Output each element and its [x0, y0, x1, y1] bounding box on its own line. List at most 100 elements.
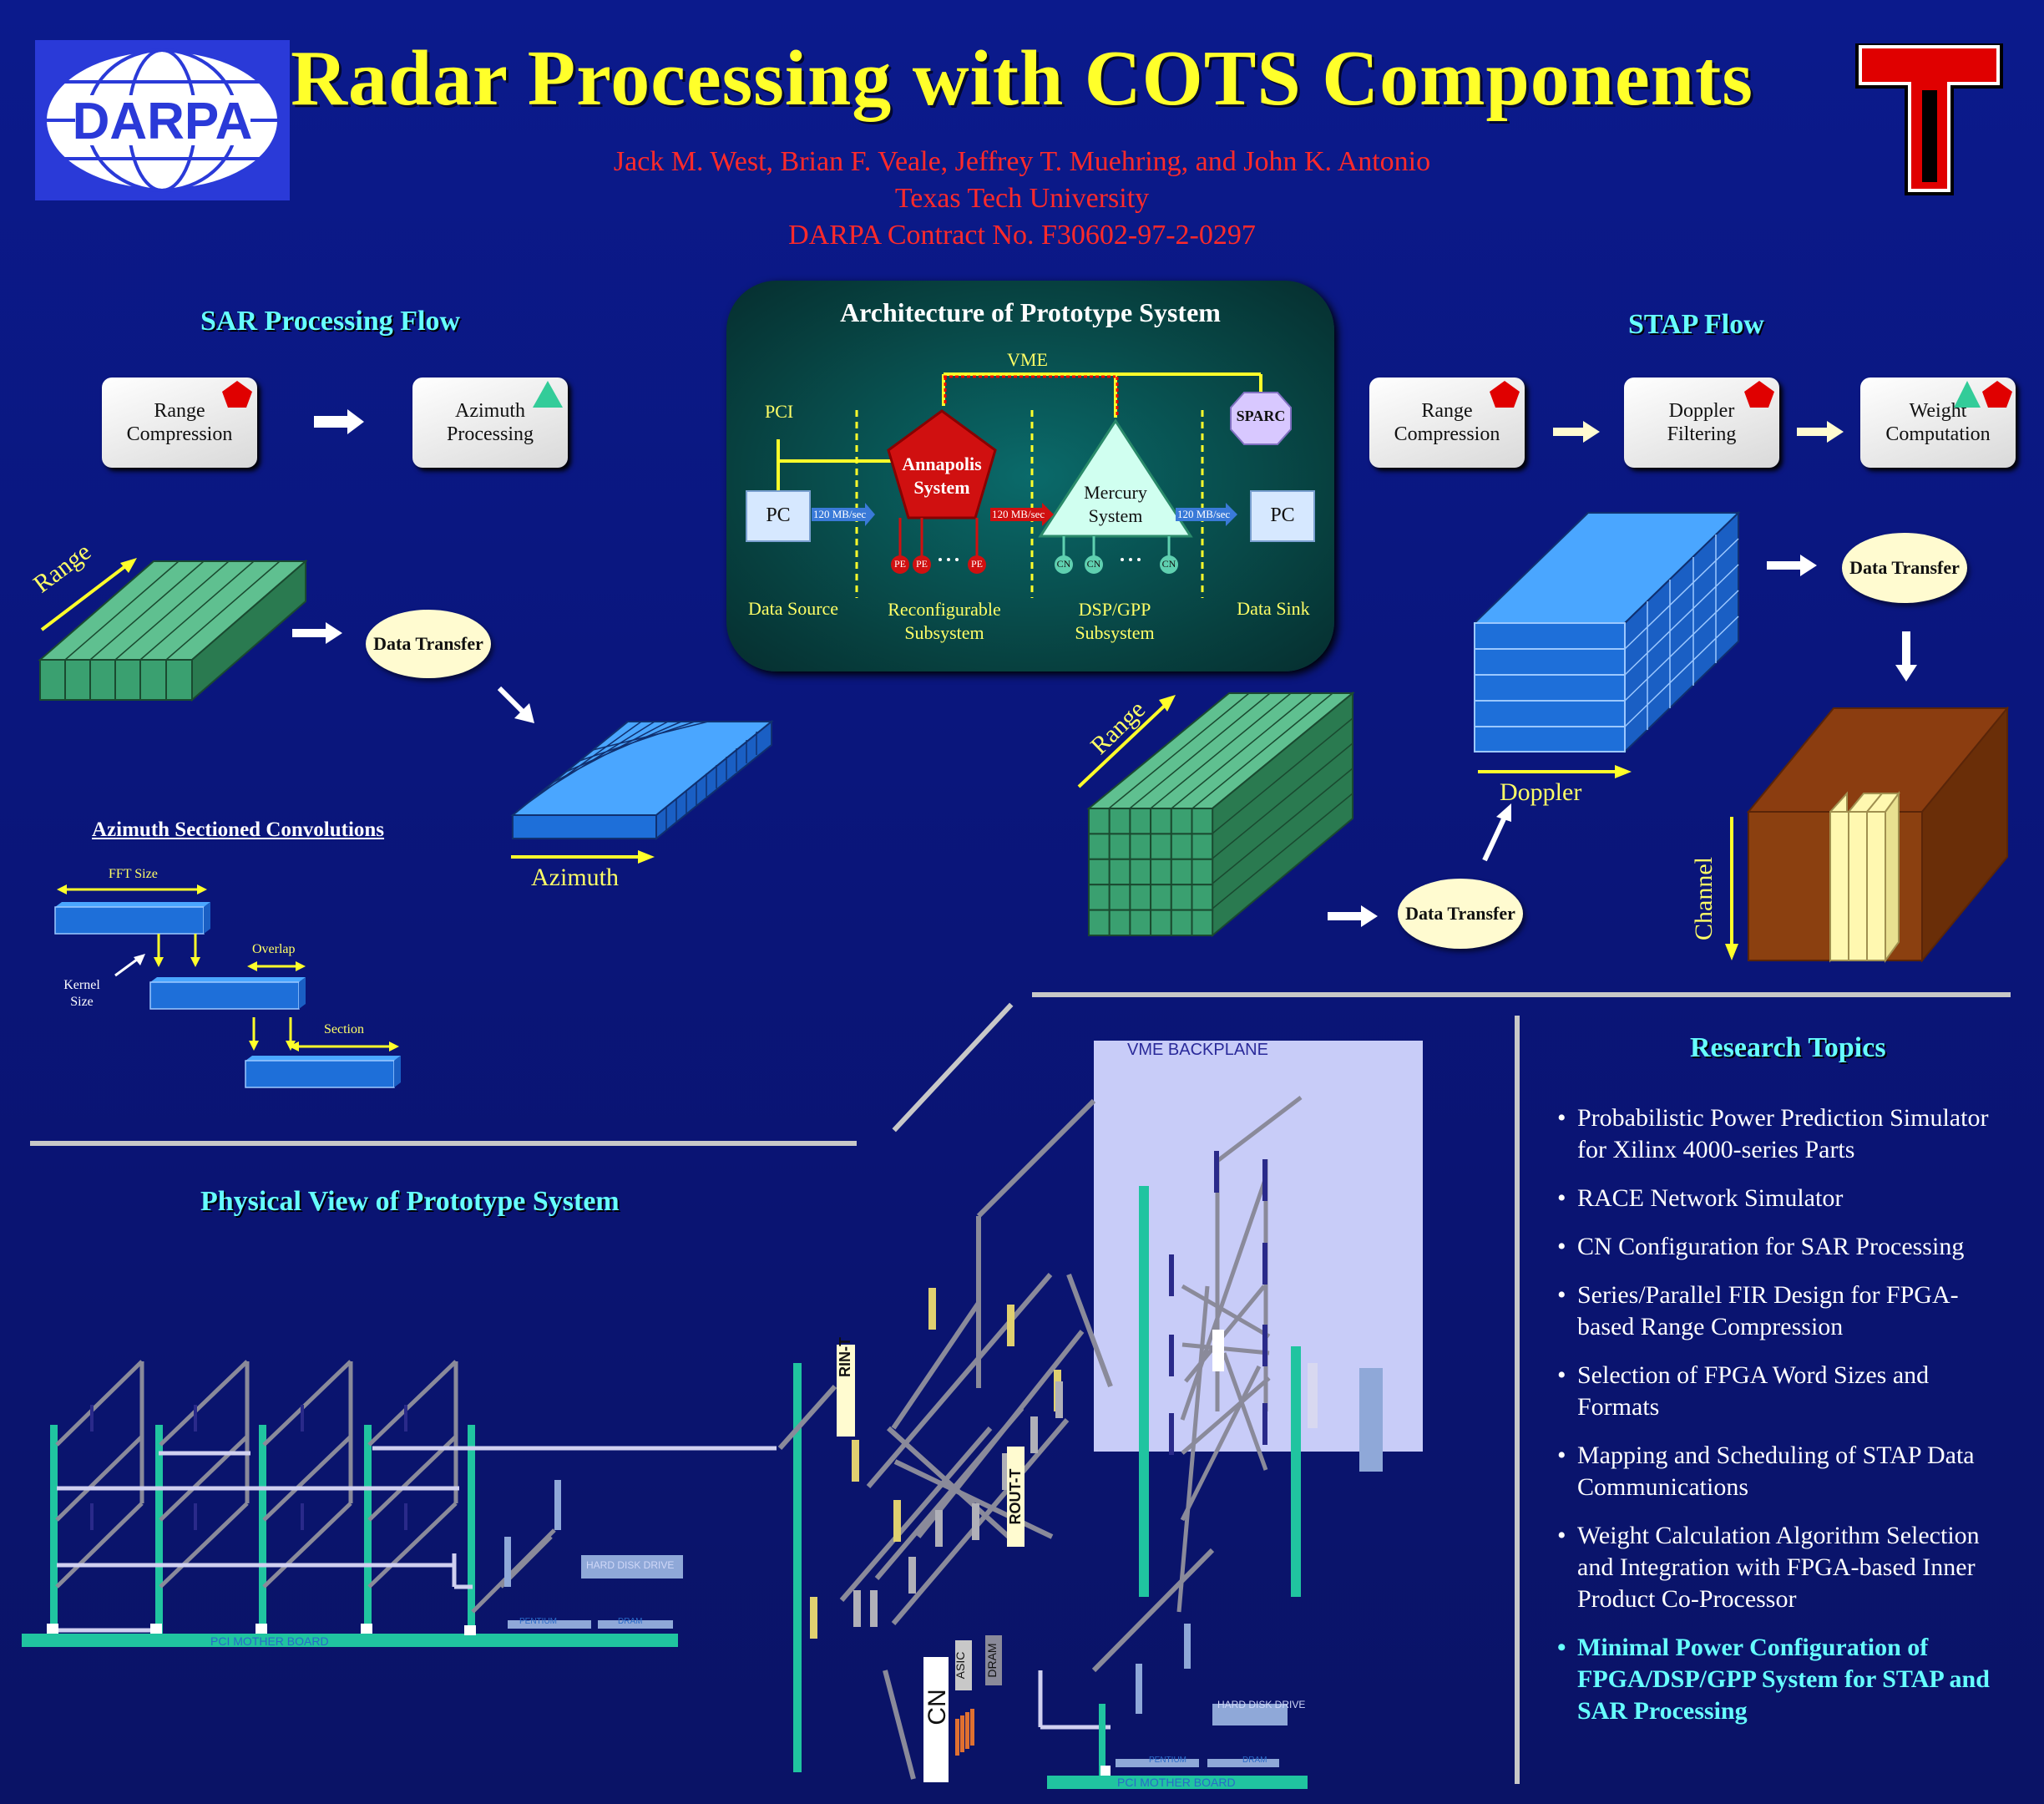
- research-topic: • CN Configuration for SAR Processing: [1557, 1231, 2008, 1263]
- overlap-arrow-icon: [247, 961, 306, 971]
- pentagon-icon: [222, 381, 252, 408]
- affiliation: Texas Tech University: [894, 183, 1150, 214]
- range-arrow-icon: [40, 558, 137, 631]
- hdd-label-right: HARD DISK DRIVE: [1217, 1699, 1306, 1710]
- overlap-label: Overlap: [252, 942, 296, 956]
- sar-range-compression-label: Range Compression: [126, 400, 233, 445]
- divider-mid-left: [30, 1141, 857, 1146]
- bullet-icon: •: [1557, 1104, 1566, 1132]
- sparc-octagon-icon: [1230, 392, 1292, 445]
- rate-label-3: 120 MB/sec: [1177, 508, 1231, 520]
- triangle-icon: [533, 381, 563, 408]
- pe-label: PE: [893, 558, 906, 570]
- stap-doppler-filtering-box: Doppler Filtering: [1624, 378, 1779, 468]
- data-source-label: Data Source: [747, 598, 839, 619]
- azimuth-arrow-icon: [511, 850, 655, 864]
- physical-diagram: [22, 1041, 1423, 1789]
- bullet-icon: •: [1557, 1361, 1566, 1389]
- pc-right-label: PC: [1270, 504, 1295, 526]
- kernel-pointer-icon: [114, 954, 145, 977]
- annapolis-pentagon-icon: [887, 409, 997, 519]
- pentagon-icon: [1490, 381, 1520, 408]
- research-topic-text: Minimal Power Configuration of FPGA/DSP/…: [1577, 1634, 1990, 1725]
- sar-data-transfer-oval: Data Transfer: [366, 610, 491, 678]
- research-topic-text: RACE Network Simulator: [1577, 1184, 1844, 1212]
- stap-channel-data-cube: [1746, 707, 2010, 964]
- conv-section-3: [245, 1056, 401, 1088]
- sar-azimuth-processing-label: Azimuth Processing: [447, 400, 534, 445]
- divider-vertical: [1515, 1016, 1520, 1784]
- sar-azimuth-data-block: [510, 719, 774, 841]
- conv-section-2: [149, 977, 306, 1010]
- darpa-logo: DARPA: [35, 40, 290, 200]
- pentium-label-right: PENTIUM: [1149, 1756, 1186, 1765]
- vme-backplane-label: VME BACKPLANE: [1127, 1041, 1268, 1059]
- stap-data-transfer-oval-2: Data Transfer: [1842, 533, 1967, 603]
- research-topic-text: Weight Calculation Algorithm Selection a…: [1577, 1522, 1980, 1613]
- arrow-right-icon: [1553, 421, 1600, 443]
- bullet-icon: •: [1557, 1281, 1566, 1309]
- research-topic-text: Mapping and Scheduling of STAP Data Comm…: [1577, 1442, 1975, 1501]
- research-topic-highlighted: •Minimal Power Configuration of FPGA/DSP…: [1557, 1632, 2008, 1727]
- research-topic: • Selection of FPGA Word Sizes and Format…: [1557, 1360, 2008, 1423]
- range-arrow-icon: [1077, 695, 1176, 788]
- stap-range-compression-label: Range Compression: [1394, 400, 1500, 445]
- arrow-right-icon: [1797, 421, 1844, 443]
- architecture-title: Architecture of Prototype System: [840, 297, 1221, 327]
- architecture-diagram: [746, 372, 1315, 598]
- darpa-logo-text: DARPA: [72, 93, 253, 150]
- arrow-right-icon: [292, 622, 342, 644]
- section-arrow-icon: [289, 1041, 399, 1051]
- bullet-icon: •: [1557, 1184, 1566, 1212]
- mercury-label: Mercury System: [1084, 482, 1147, 526]
- data-sink-label: Data Sink: [1237, 598, 1310, 619]
- texas-tech-logo: [1852, 40, 2006, 203]
- research-topic: •Probabilistic Power Prediction Simulato…: [1557, 1102, 2008, 1166]
- cn-label: CN: [1056, 558, 1071, 570]
- dram-label-left: DRAM: [618, 1617, 643, 1626]
- arrow-up-right-icon: [1482, 803, 1511, 862]
- pc-left-label: PC: [766, 504, 791, 526]
- kernel-size-label: Kernel Size: [63, 978, 100, 1009]
- reconfig-label: Reconfigurable Subsystem: [888, 599, 1001, 643]
- fft-size-label: FFT Size: [109, 867, 158, 881]
- stap-doppler-filtering-label: Doppler Filtering: [1667, 400, 1737, 445]
- section-label: Section: [324, 1022, 364, 1036]
- mercury-triangle-icon: [1038, 418, 1193, 538]
- sar-azimuth-label: Azimuth: [531, 864, 619, 891]
- conv-down-arrows-icon: [154, 934, 200, 967]
- fft-size-arrow-icon: [57, 884, 207, 894]
- bullet-icon: •: [1557, 1233, 1566, 1260]
- research-topic-text: Selection of FPGA Word Sizes and Formats: [1577, 1361, 1930, 1421]
- dsp-label: DSP/GPP Subsystem: [1075, 599, 1155, 643]
- arrow-right-icon: [314, 409, 364, 434]
- research-topic-text: CN Configuration for SAR Processing: [1577, 1233, 1965, 1260]
- pci-mb-label-left: PCI MOTHER BOARD: [210, 1634, 329, 1648]
- pci-label: PCI: [765, 401, 794, 422]
- physical-view-title: Physical View of Prototype System: [200, 1186, 620, 1217]
- research-topic: •Mapping and Scheduling of STAP Data Com…: [1557, 1440, 2008, 1503]
- arrow-down-right-icon: [497, 686, 534, 723]
- rate-label-2: 120 MB/sec: [992, 508, 1045, 520]
- cn-label: CN: [1161, 558, 1176, 570]
- pe-label: PE: [970, 558, 983, 570]
- stap-weight-computation-box: Weight Computation: [1860, 378, 2016, 468]
- hdd-label-left: HARD DISK DRIVE: [586, 1559, 675, 1571]
- sar-range-compression-box: Range Compression: [102, 378, 257, 468]
- azimuth-conv-title: Azimuth Sectioned Convolutions: [92, 818, 385, 841]
- bullet-icon: •: [1557, 1522, 1566, 1549]
- pentium-label-left: PENTIUM: [519, 1617, 557, 1626]
- stap-doppler-data-cube: [1472, 510, 1741, 754]
- poster-title: Radar Processing with COTS Components: [291, 35, 1753, 122]
- research-topics-title: Research Topics: [1690, 1032, 1886, 1063]
- cn-label: CN: [1086, 558, 1101, 570]
- sar-range-data-block: [38, 559, 308, 702]
- dram-label-right: DRAM: [1242, 1756, 1267, 1765]
- asic-label: ASIC: [954, 1651, 967, 1680]
- pc-right-box: [1250, 490, 1315, 542]
- stap-flow-title: STAP Flow: [1628, 309, 1764, 340]
- pci-mb-label-right: PCI MOTHER BOARD: [1117, 1776, 1236, 1789]
- sar-flow-title: SAR Processing Flow: [200, 306, 461, 337]
- doppler-arrow-icon: [1478, 765, 1632, 778]
- triangle-pentagon-icon: [1954, 381, 2012, 408]
